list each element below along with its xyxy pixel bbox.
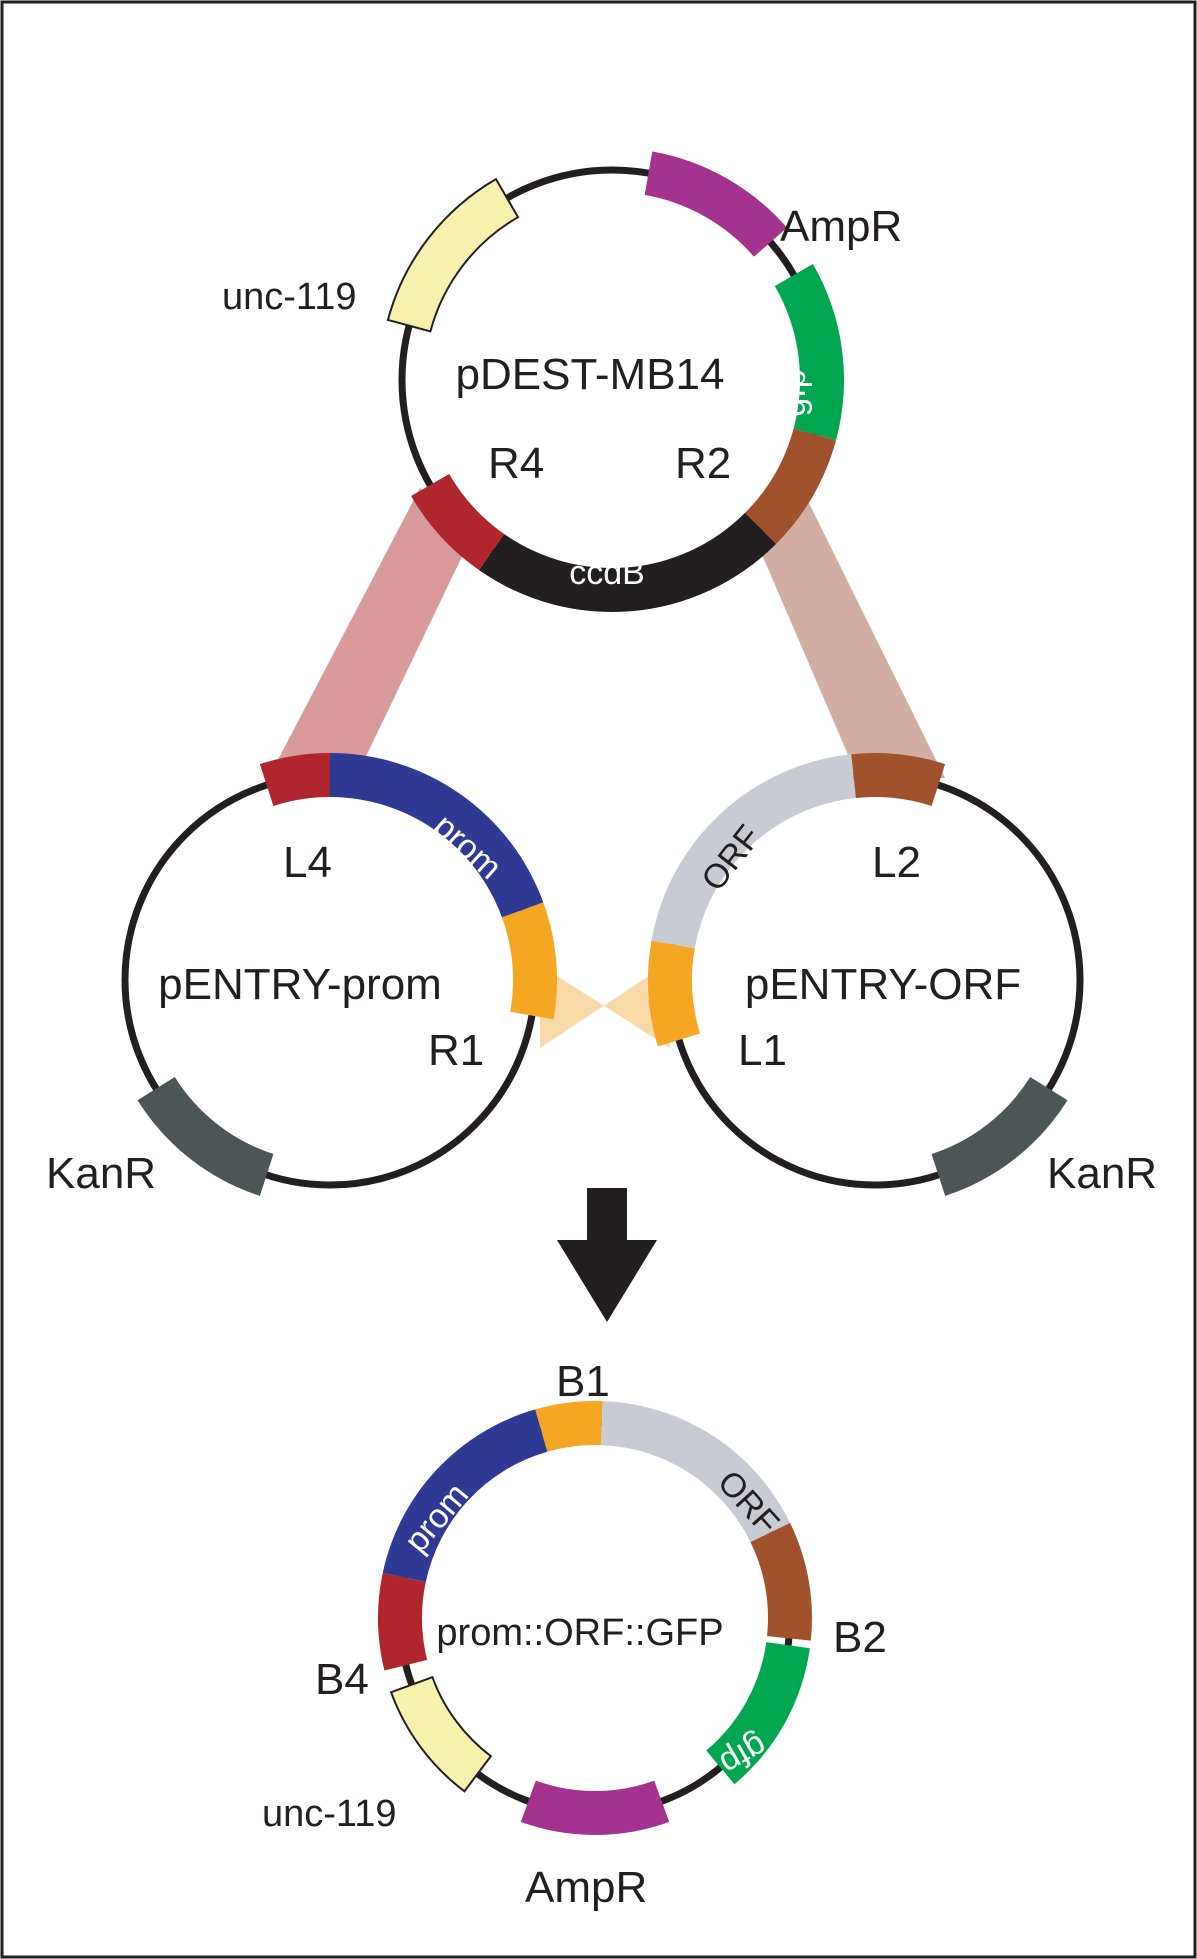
product-b2-segment [750,1522,812,1641]
r1-l1-link [540,962,670,1048]
arrow-shaft [587,1188,627,1243]
pdest-unc119-segment [386,177,520,333]
pentry-prom-name: pENTRY-prom [158,960,442,1009]
pdest-unc119-label: unc-119 [222,276,357,318]
pdest-ccdb-label: ccdB [569,554,645,592]
pdest-ampr-label: AmpR [780,202,902,251]
pdest-r4-label: R4 [488,439,544,488]
product-b1-segment [535,1400,603,1452]
product-orf-segment [601,1401,791,1543]
product-b4-label: B4 [315,1655,369,1704]
pentry-orf-kanr-segment [931,1076,1068,1196]
product-unc119-label: unc-119 [262,1793,397,1835]
pentry-orf-l2-segment [851,753,946,806]
product-unc119-segment [389,1675,493,1793]
product-b4-segment [378,1572,428,1671]
arrow-head [557,1240,657,1322]
r2-l2-link [745,485,945,778]
pdest-ccdb-segment [478,512,777,612]
product-b2-label: B2 [833,1613,887,1662]
pdest-gfp-segment [774,264,844,441]
pentry-prom-r1-segment [501,902,557,1020]
plasmid-pdest: pDEST-MB14 AmpR unc-119 R4 R2 ccdB gfp [222,151,902,612]
r4-l4-link [270,488,470,775]
plasmid-pentry-prom: pENTRY-prom L4 R1 KanR prom [46,753,557,1198]
pentry-orf-name: pENTRY-ORF [745,960,1021,1009]
product-gfp-segment [706,1642,810,1785]
plasmid-pentry-orf: pENTRY-ORF L2 L1 KanR ORF [648,753,1157,1198]
pentry-prom-prom-segment [330,753,544,918]
pdest-r2-label: R2 [675,439,731,488]
pentry-orf-l2-label: L2 [872,838,921,887]
product-ampr-segment [520,1780,670,1835]
pdest-r4-segment [411,474,505,571]
pentry-orf-l1-label: L1 [738,1026,787,1075]
pentry-prom-kanr-segment [137,1076,274,1196]
product-ampr-label: AmpR [525,1863,647,1912]
product-b1-label: B1 [556,1357,610,1406]
pdest-name: pDEST-MB14 [456,350,725,399]
pentry-prom-kanr-label: KanR [46,1149,156,1198]
pentry-orf-kanr-label: KanR [1047,1149,1157,1198]
pentry-prom-l4-segment [259,753,330,806]
pentry-orf-l1-segment [648,940,700,1047]
product-name: prom::ORF::GFP [436,1612,723,1654]
product-prom-segment [382,1409,548,1583]
pentry-orf-orf-segment [651,754,856,949]
pdest-r2-segment [744,428,837,545]
pentry-prom-r1-label: R1 [428,1026,484,1075]
pdest-gfp-label: gfp [775,369,813,416]
reaction-arrow [557,1188,657,1322]
pentry-prom-l4-label: L4 [283,838,332,887]
pdest-ampr-segment [644,151,788,257]
